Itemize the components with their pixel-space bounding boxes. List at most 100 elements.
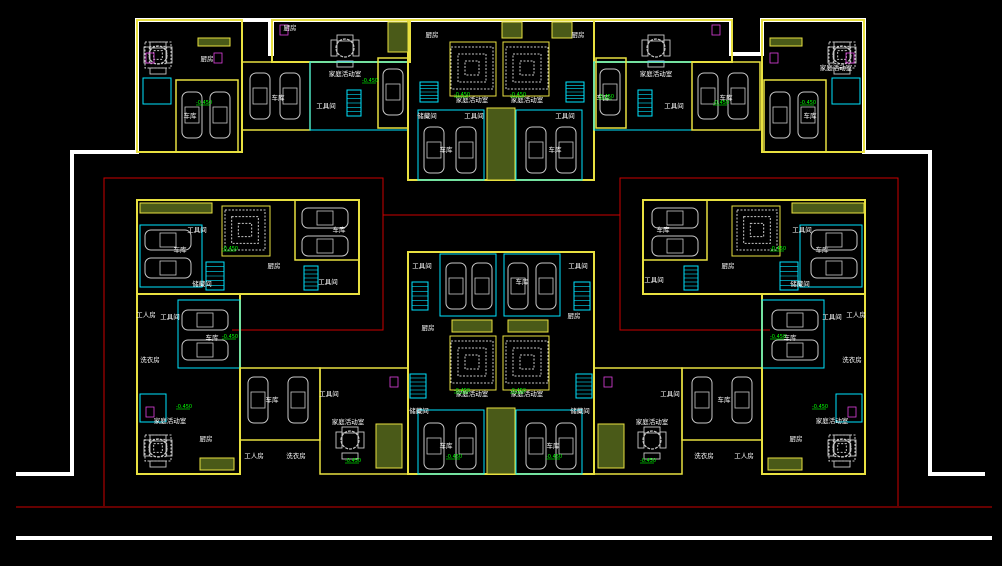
level-mark: -0.450 xyxy=(222,334,238,340)
planter-bed xyxy=(769,37,803,47)
room-label: 工具间 xyxy=(319,390,339,398)
room-label: 工具间 xyxy=(318,278,338,286)
sofa-seat xyxy=(659,431,667,449)
car-symbol xyxy=(144,229,192,251)
sofa-seat xyxy=(357,431,365,449)
room-label: 家庭活动室 xyxy=(820,63,853,72)
low-center-planter xyxy=(486,407,516,475)
rug-ring xyxy=(153,443,163,453)
rug-ring xyxy=(457,53,487,83)
rug-ring xyxy=(828,41,856,69)
car-cabin xyxy=(196,342,214,358)
red-outline xyxy=(16,177,992,508)
car-symbol xyxy=(279,72,301,120)
room-label: 工具间 xyxy=(822,313,842,321)
sofa-seat xyxy=(643,452,661,460)
rug-pattern xyxy=(828,41,856,69)
rug-ring xyxy=(457,347,487,377)
car-cabin xyxy=(458,437,474,455)
car-body xyxy=(697,72,719,120)
sofa-seat xyxy=(336,60,354,68)
car-cabin xyxy=(558,437,574,455)
car-body xyxy=(731,376,753,424)
accent-fixture xyxy=(279,24,289,36)
car-cabin xyxy=(252,87,268,105)
sofa-seat xyxy=(663,39,671,57)
sofa-seat xyxy=(143,439,151,457)
car-cabin xyxy=(474,277,490,295)
level-mark: -0.450 xyxy=(713,100,729,106)
planter-bed xyxy=(375,423,403,469)
level-mark: -0.450 xyxy=(598,94,614,100)
center-planter-strip xyxy=(486,107,516,181)
car-cabin xyxy=(212,106,228,124)
low-center-garage-l xyxy=(439,253,497,317)
car-cabin xyxy=(290,391,306,409)
rug-pattern xyxy=(224,209,266,251)
planter-bed xyxy=(767,457,803,471)
car-body xyxy=(209,91,231,139)
room-label: 车库 xyxy=(547,441,561,450)
car-cabin xyxy=(426,437,442,455)
room-label: 车库 xyxy=(440,145,454,154)
level-mark: -0.450 xyxy=(770,334,786,340)
car-body xyxy=(287,376,309,424)
sofa-seat xyxy=(165,439,173,457)
low-center-garage-r2 xyxy=(515,409,583,475)
room-label: 工人房 xyxy=(734,451,754,460)
car-symbol xyxy=(301,235,349,257)
sofa-seat xyxy=(647,60,665,68)
low-center-room-l xyxy=(449,335,497,391)
level-mark: -0.450 xyxy=(446,454,462,460)
car-body xyxy=(382,68,404,116)
room-labels: 车库厨房-0.450家庭活动室-0.450车库工具间厨房家庭活动室家庭活动室工具… xyxy=(136,23,866,464)
room-label: 厨房 xyxy=(284,23,297,32)
sofa-seat xyxy=(330,39,338,57)
room-label: 家庭活动室 xyxy=(511,389,544,398)
sofa-seat xyxy=(827,46,835,64)
rug-ring xyxy=(505,340,549,384)
car-symbol xyxy=(471,262,493,310)
rug-ring xyxy=(832,45,852,65)
sofa-seat xyxy=(647,34,665,42)
car-cabin xyxy=(786,312,804,328)
rug-pattern xyxy=(144,434,172,462)
level-mark: -0.450 xyxy=(510,388,526,394)
car-body xyxy=(445,262,467,310)
rug-ring xyxy=(828,434,856,462)
car-body xyxy=(599,68,621,116)
car-cabin xyxy=(800,106,816,124)
car-symbol xyxy=(423,126,445,174)
planter-bed xyxy=(197,37,231,47)
top-center-room-l xyxy=(449,41,497,97)
top-cr-side xyxy=(595,57,627,129)
rug-pattern xyxy=(450,340,494,384)
level-mark: -0.450 xyxy=(454,388,470,394)
accent-fixture xyxy=(711,24,721,36)
level-mark: -0.450 xyxy=(800,100,816,106)
rug-ring xyxy=(749,222,765,238)
car-symbol xyxy=(455,422,477,470)
car-cabin xyxy=(316,238,334,254)
mid-left-room xyxy=(221,205,271,257)
sofa-table xyxy=(642,430,662,450)
level-mark: -0.450 xyxy=(812,404,828,410)
rug-pattern xyxy=(144,41,172,69)
room-label: 车库 xyxy=(272,93,286,102)
rug-ring xyxy=(743,216,771,244)
accent-fixture xyxy=(145,52,155,64)
car-cabin xyxy=(159,232,177,248)
room-label: 厨房 xyxy=(426,30,439,39)
room-label: 家庭活动室 xyxy=(640,69,673,78)
room-label: 工具间 xyxy=(660,390,680,398)
top-center-garage-l xyxy=(417,109,485,181)
rug-ring xyxy=(237,222,253,238)
planter-bed xyxy=(139,202,213,214)
room-label: 厨房 xyxy=(790,434,803,443)
car-symbol xyxy=(651,235,699,257)
low-left-block xyxy=(136,293,241,475)
room-label: 家庭活动室 xyxy=(456,389,489,398)
room-label: 厨房 xyxy=(422,323,435,332)
sofa-set xyxy=(335,426,365,460)
sofa-seat xyxy=(833,434,851,442)
